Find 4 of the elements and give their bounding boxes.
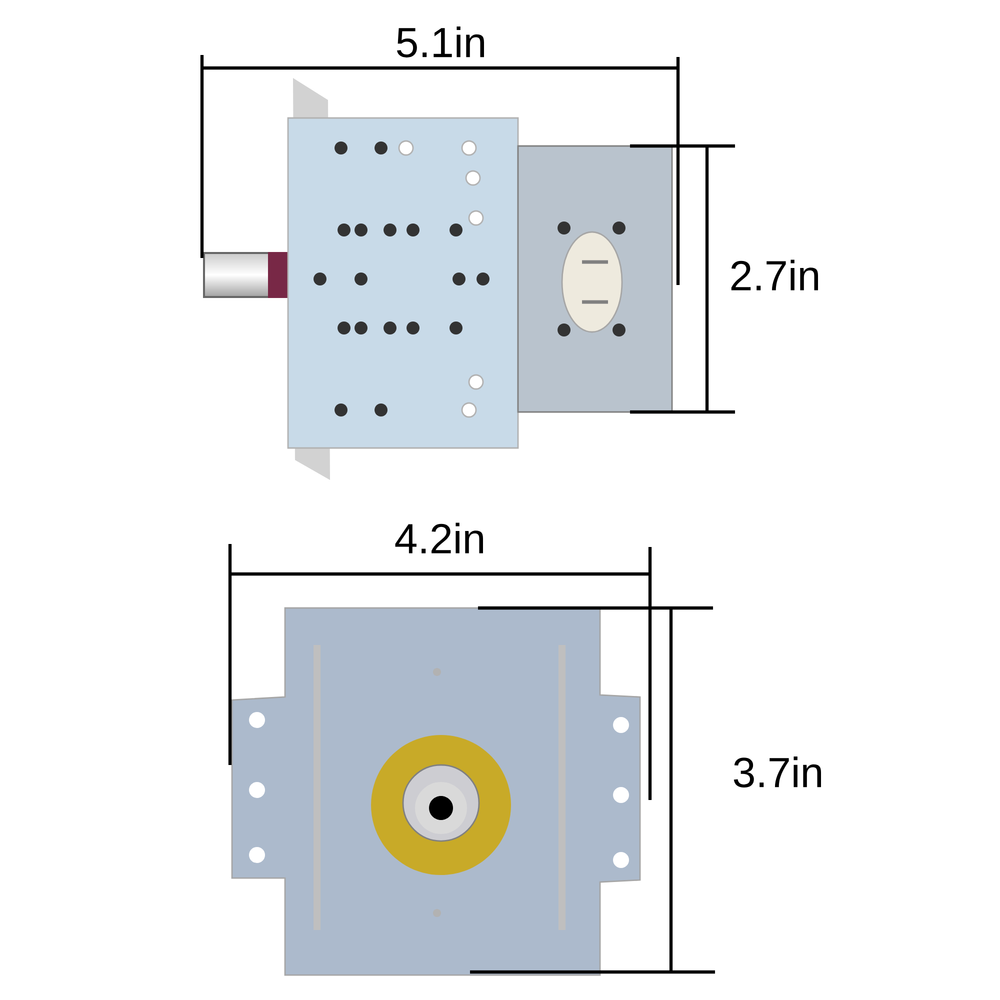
dimension-label: 5.1in [397, 26, 484, 58]
dimension-label: 4.2in [395, 522, 483, 554]
dimension-label: 3.7in [734, 756, 821, 788]
dimension-label: 2.7in [731, 260, 818, 290]
